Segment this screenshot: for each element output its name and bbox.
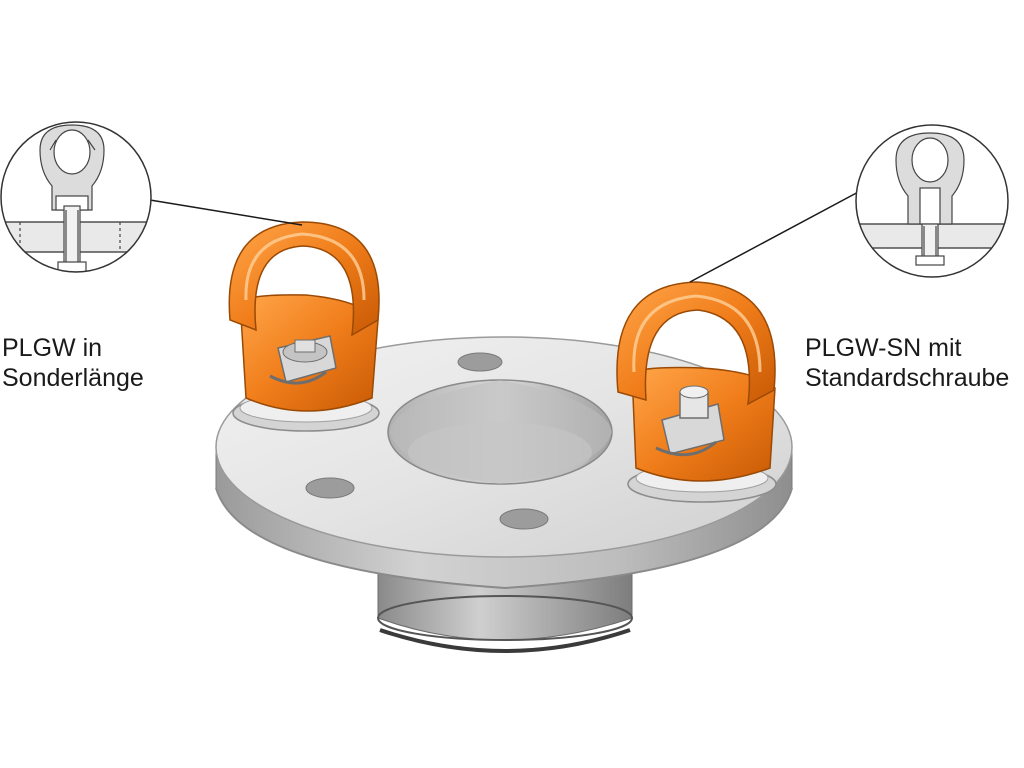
label-right-line1: PLGW-SN mit [805, 334, 962, 362]
label-left-line2: Sonderlänge [2, 364, 144, 392]
label-plgw-sn-standardschraube: PLGW-SN mit Standardschraube [805, 333, 1009, 393]
leader-line-left [149, 199, 303, 226]
label-right-line2: Standardschraube [805, 364, 1010, 392]
eyebolt-right [616, 281, 777, 503]
label-plgw-sonderlaenge: PLGW in Sonderlänge [2, 333, 144, 393]
eyebolt-left [228, 221, 380, 432]
detail-magnifier-right-icon [855, 124, 1009, 278]
leader-line-right [689, 189, 863, 283]
flange [215, 336, 793, 653]
label-left-line1: PLGW in [2, 334, 103, 362]
detail-magnifier-left-icon [0, 121, 152, 273]
